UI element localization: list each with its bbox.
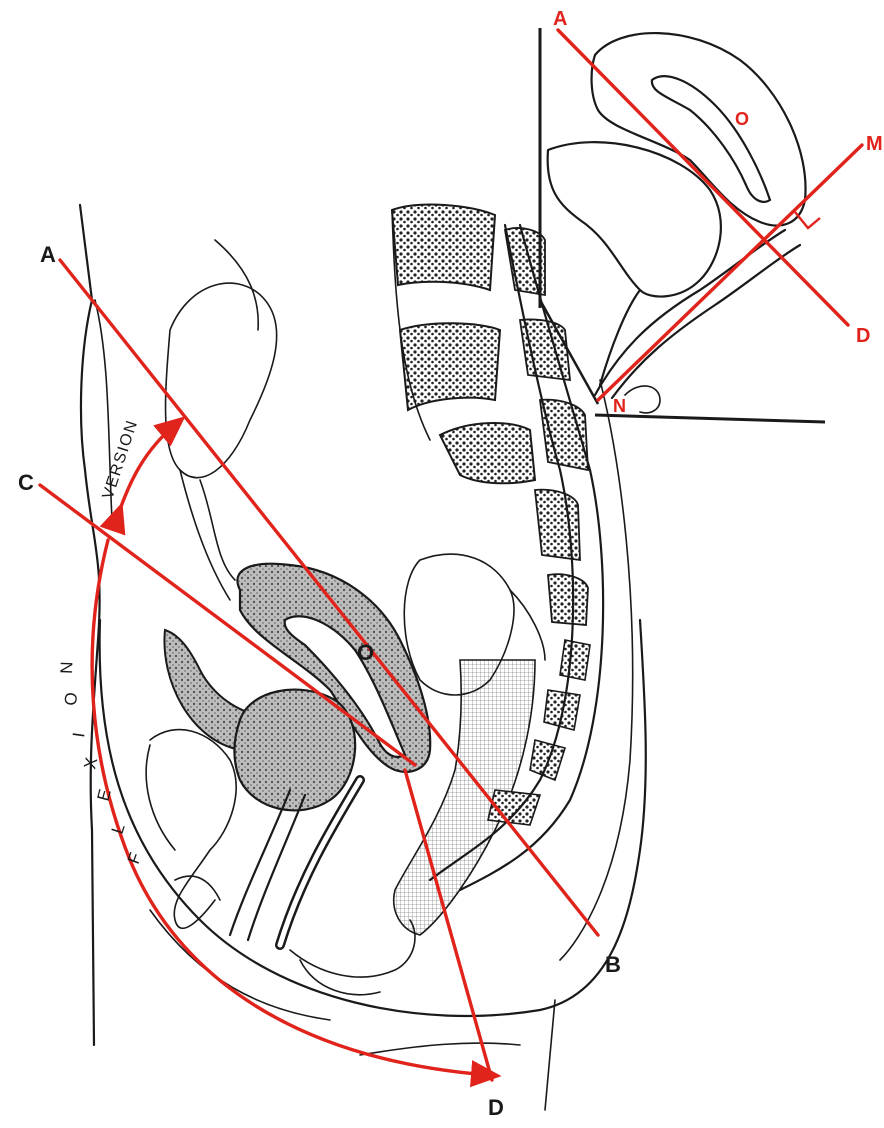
bowel-outline xyxy=(166,283,277,478)
inset-frame-horizontal xyxy=(595,415,825,422)
label-version: VERSION xyxy=(100,418,142,502)
inset-perineum xyxy=(625,386,660,413)
urethra xyxy=(230,790,290,935)
inset-line-n-m xyxy=(598,145,862,400)
pelvic-outline xyxy=(175,876,220,900)
label-a: A xyxy=(40,242,56,267)
inset-label-n: N xyxy=(613,396,626,416)
label-b: B xyxy=(605,952,621,977)
label-o: O xyxy=(357,640,374,665)
perineum-outline xyxy=(290,920,415,977)
coccyx xyxy=(560,640,590,680)
coccyx xyxy=(530,740,565,780)
label-c: C xyxy=(18,470,34,495)
bowel-outline xyxy=(200,480,235,580)
inset-label-d: D xyxy=(856,325,870,347)
flexion-letter: N xyxy=(57,661,76,674)
inset-label-a: A xyxy=(553,8,567,30)
main-sagittal-view: A C O B D VERSION F L E X I O N xyxy=(18,205,646,1120)
bowel-outline xyxy=(180,470,230,600)
sacrum xyxy=(520,319,570,380)
vertebra xyxy=(392,205,495,290)
sacrum xyxy=(535,490,580,560)
inset-label-o: O xyxy=(735,109,749,129)
flexion-letter: E xyxy=(94,787,115,803)
vertebra xyxy=(400,323,500,410)
inset-label-m: M xyxy=(866,133,883,155)
flexion-letter: X xyxy=(80,756,101,771)
bowel-outline xyxy=(215,240,258,330)
body-outline xyxy=(360,1043,520,1055)
sacrum xyxy=(548,574,588,625)
inset-vaginal-canal xyxy=(612,245,800,398)
inset-diagram: A O M D N xyxy=(540,8,883,422)
body-outline xyxy=(545,1000,555,1110)
pelvic-outline xyxy=(146,745,175,850)
inset-uterus xyxy=(592,33,806,225)
flexion-letter: F xyxy=(124,850,145,866)
vertebra xyxy=(440,423,535,483)
flexion-letter: I xyxy=(69,731,88,738)
flexion-letter: O xyxy=(61,692,81,707)
colon-outline xyxy=(510,590,545,660)
label-d: D xyxy=(488,1095,504,1120)
pelvic-outline xyxy=(150,730,236,929)
abdominal-wall-outline xyxy=(80,205,100,1045)
